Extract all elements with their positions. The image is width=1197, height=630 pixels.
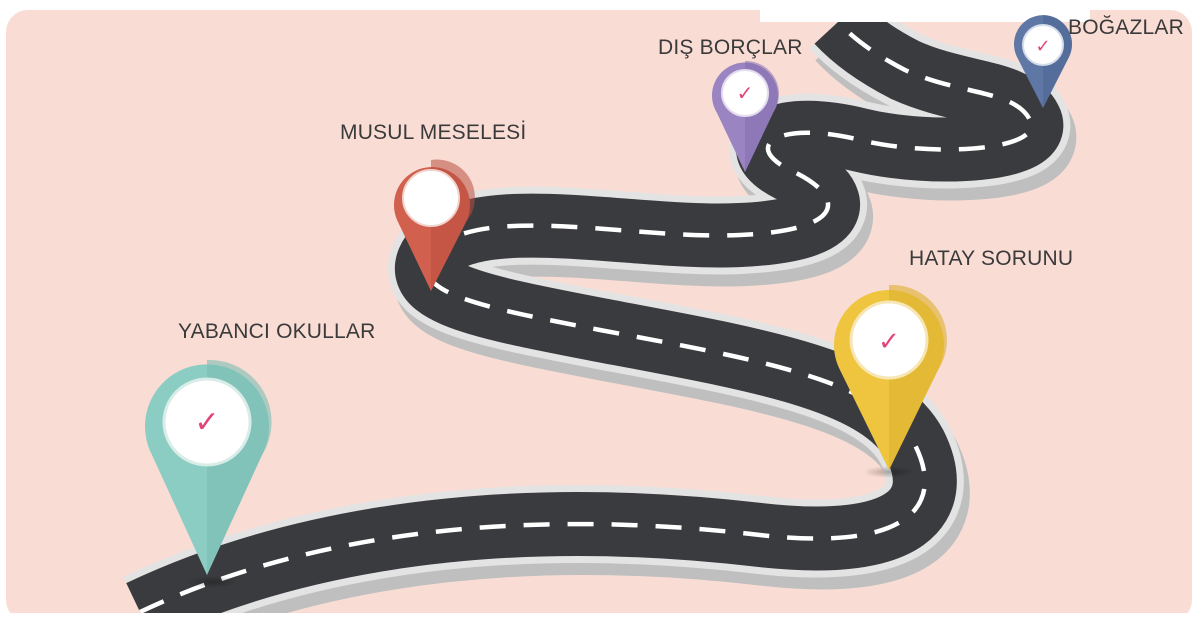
checkmark-icon: ✓ xyxy=(1035,36,1050,57)
label-hatay-sorunu: HATAY SORUNU xyxy=(909,247,1073,271)
road-bottom-crop xyxy=(0,613,1197,630)
checkmark-icon: ✓ xyxy=(737,81,754,105)
label-dis-borclar: DIŞ BORÇLAR xyxy=(658,36,803,60)
checkmark-icon: ✓ xyxy=(878,327,900,357)
checkmark-icon: ✓ xyxy=(194,405,219,440)
pin-shadow xyxy=(186,576,238,588)
label-yabanci-okullar: YABANCI OKULLAR xyxy=(178,320,376,344)
label-musul-meselesi: MUSUL MESELESİ xyxy=(340,121,526,145)
label-bogazlar: BOĞAZLAR xyxy=(1068,16,1184,40)
